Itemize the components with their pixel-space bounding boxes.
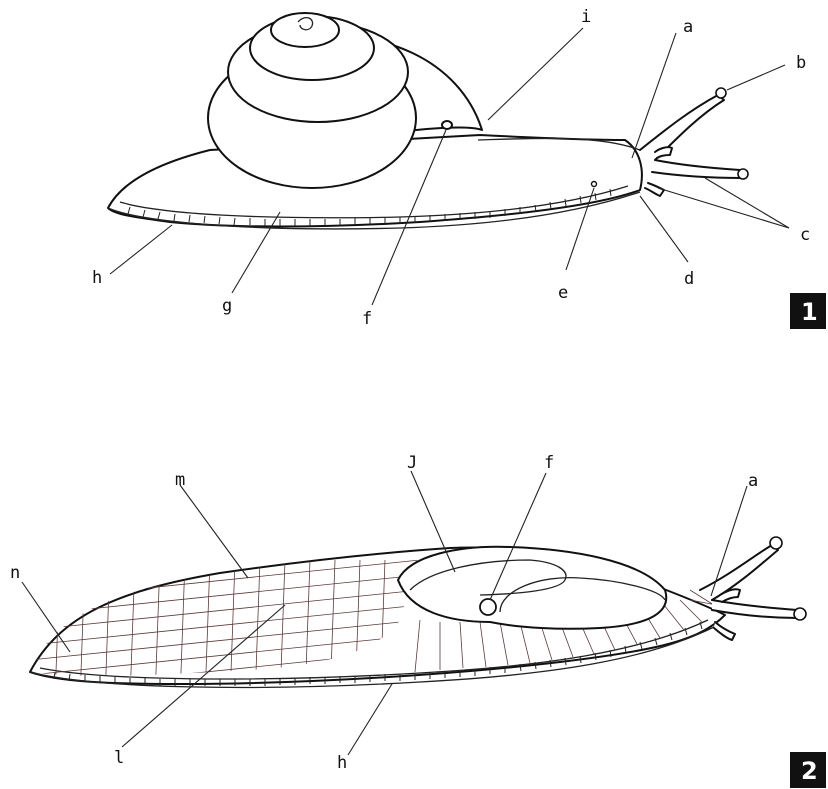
snail-upper-tentacle <box>640 95 724 160</box>
label-b: b <box>796 53 806 73</box>
snail-mid-tentacle-tip <box>738 169 748 179</box>
label-n: n <box>10 563 20 583</box>
label-g: g <box>222 296 232 316</box>
figure-badge-1-text: 1 <box>801 298 818 326</box>
label-l: l <box>114 748 124 768</box>
slug-figure: J f a m n l h 2 <box>10 453 826 788</box>
snail-pneumostome <box>442 121 452 129</box>
label-e: e <box>558 283 568 303</box>
figure-badge-2-text: 2 <box>801 757 818 785</box>
snail-eye <box>716 88 726 98</box>
label-a2: a <box>748 471 758 491</box>
label-J: J <box>407 453 417 473</box>
snail-genital-pore <box>592 182 597 187</box>
label-f2: f <box>544 453 554 473</box>
label-d: d <box>684 269 694 289</box>
label-h: h <box>92 268 102 288</box>
label-h2: h <box>337 753 347 773</box>
label-i: i <box>581 7 591 27</box>
snail-figure: i a b c d e f g h 1 <box>92 7 826 329</box>
label-f: f <box>362 309 372 329</box>
slug-pneumostome <box>480 599 496 615</box>
slug-eye-1 <box>770 537 782 549</box>
label-m: m <box>175 470 185 490</box>
label-a: a <box>683 17 693 37</box>
slug-eye-2 <box>794 608 806 620</box>
slug-small-tentacle-2 <box>714 622 735 640</box>
snail-mid-tentacle <box>652 160 742 178</box>
label-c: c <box>800 225 810 245</box>
